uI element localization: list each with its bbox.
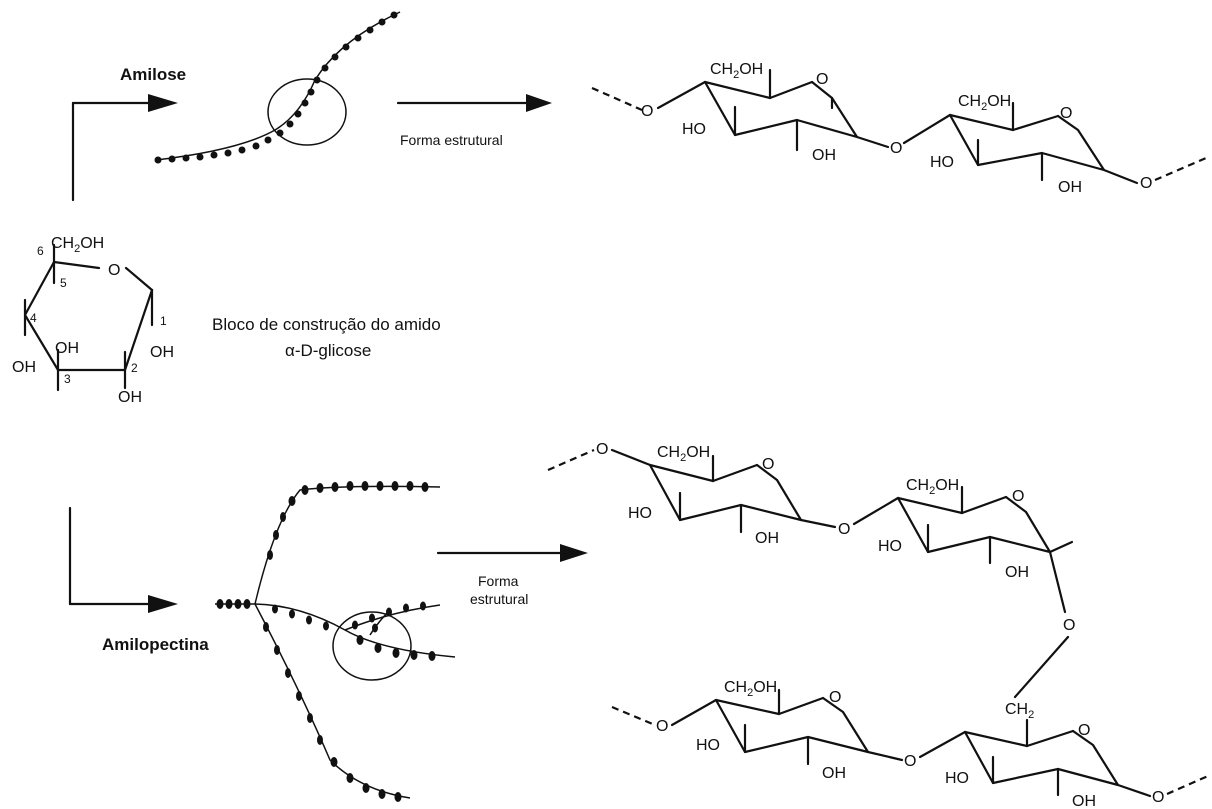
amilopectina-zoom-circle — [332, 611, 412, 681]
carbon-number-1: 1 — [160, 314, 167, 328]
amilopectina-ring1-ho: HO — [628, 505, 652, 522]
amilopectina-ring1-oh: OH — [755, 530, 779, 547]
glucose-oh-c4: OH — [12, 359, 36, 376]
amilopectina-link-o-bottom-left: O — [656, 718, 668, 735]
glucose-oh-c1: OH — [150, 344, 174, 361]
amilopectina-ring4-o: O — [1078, 722, 1090, 739]
amilopectina-ring3-o: O — [829, 689, 841, 706]
amilopectina-glycosidic-o-bottom: O — [904, 753, 916, 770]
amilopectina-ring2-oh: OH — [1005, 564, 1029, 581]
amilose-ring2-oh: OH — [1058, 179, 1082, 196]
arrow-amilopectina-to-structure — [436, 544, 588, 562]
amilopectina-ring1-ch2oh: CH2OH — [657, 444, 710, 464]
label-amilopectina: Amilopectina — [102, 635, 209, 654]
amilopectina-ring3-ch2oh: CH2OH — [724, 679, 777, 699]
amilopectina-link-o-top-left: O — [596, 441, 608, 458]
carbon-number-4: 4 — [30, 311, 37, 325]
amilose-ring2-ch2oh: CH2OH — [958, 93, 1011, 113]
glucose-ch2oh: CH2OH — [51, 235, 104, 255]
label-bloco-construcao: Bloco de construção do amido — [212, 315, 441, 334]
label-forma-estrutural-amilopectina-line1: Forma — [478, 573, 519, 589]
glucose-building-block: O CH2OH 6 5 4 1 3 2 OH OH OH OH — [12, 235, 174, 406]
amilopectina-ring2-ho: HO — [878, 538, 902, 555]
amilopectina-ring4-oh: OH — [1072, 793, 1096, 809]
amilopectina-ring1-o: O — [762, 456, 774, 473]
amilopectina-ring3-ho: HO — [696, 737, 720, 754]
amilose-ring1-o: O — [816, 71, 828, 88]
label-alpha-d-glicose: α-D-glicose — [285, 341, 371, 360]
amilopectina-structure: O CH2OH O HO OH O CH2OH O HO OH O O — [547, 441, 1209, 809]
amilopectina-ring4-ho: HO — [945, 770, 969, 787]
amilose-ring2-ho: HO — [930, 154, 954, 171]
amilopectina-chain — [215, 481, 456, 802]
amilopectina-ring4-ch2: CH2 — [1005, 701, 1034, 721]
label-forma-estrutural-amilopectina-line2: estrutural — [470, 591, 528, 607]
label-forma-estrutural-amilose: Forma estrutural — [400, 132, 503, 148]
amilose-zoom-circle — [267, 78, 347, 146]
flow-arrow-to-amilose — [71, 94, 178, 202]
amilopectina-ring2-ch2oh: CH2OH — [906, 477, 959, 497]
carbon-number-3: 3 — [64, 372, 71, 386]
amilopectina-beads — [216, 481, 436, 802]
flow-arrow-to-amilopectina — [68, 506, 178, 613]
glucose-oh-c2: OH — [118, 389, 142, 406]
glucose-ring-oxygen: O — [108, 262, 120, 279]
arrow-amilose-to-structure — [396, 94, 552, 112]
amilopectina-link-o-bottom-right: O — [1152, 789, 1164, 806]
amilose-ring1-ho: HO — [682, 121, 706, 138]
amilopectina-glycosidic-o-top: O — [838, 521, 850, 538]
amilopectina-branch-o: O — [1063, 617, 1075, 634]
carbon-number-5: 5 — [60, 276, 67, 290]
glucose-oh-c3: OH — [55, 340, 79, 357]
amilose-ring1-oh: OH — [812, 147, 836, 164]
amilopectina-ring2-o: O — [1012, 488, 1024, 505]
amilose-ring2-o: O — [1060, 105, 1072, 122]
label-amilose: Amilose — [120, 65, 186, 84]
carbon-number-2: 2 — [131, 361, 138, 375]
amilose-chain — [154, 11, 401, 164]
amilose-structure: O CH2OH O HO OH O CH2OH O HO OH O — [591, 61, 1207, 196]
amilose-link-o-left: O — [641, 103, 653, 120]
amilose-link-o-right: O — [1140, 175, 1152, 192]
amilose-beads — [154, 11, 398, 164]
amilose-glycosidic-o: O — [890, 140, 902, 157]
amilose-ring1-ch2oh: CH2OH — [710, 61, 763, 81]
carbon-number-6: 6 — [37, 244, 44, 258]
amilopectina-ring3-oh: OH — [822, 765, 846, 782]
